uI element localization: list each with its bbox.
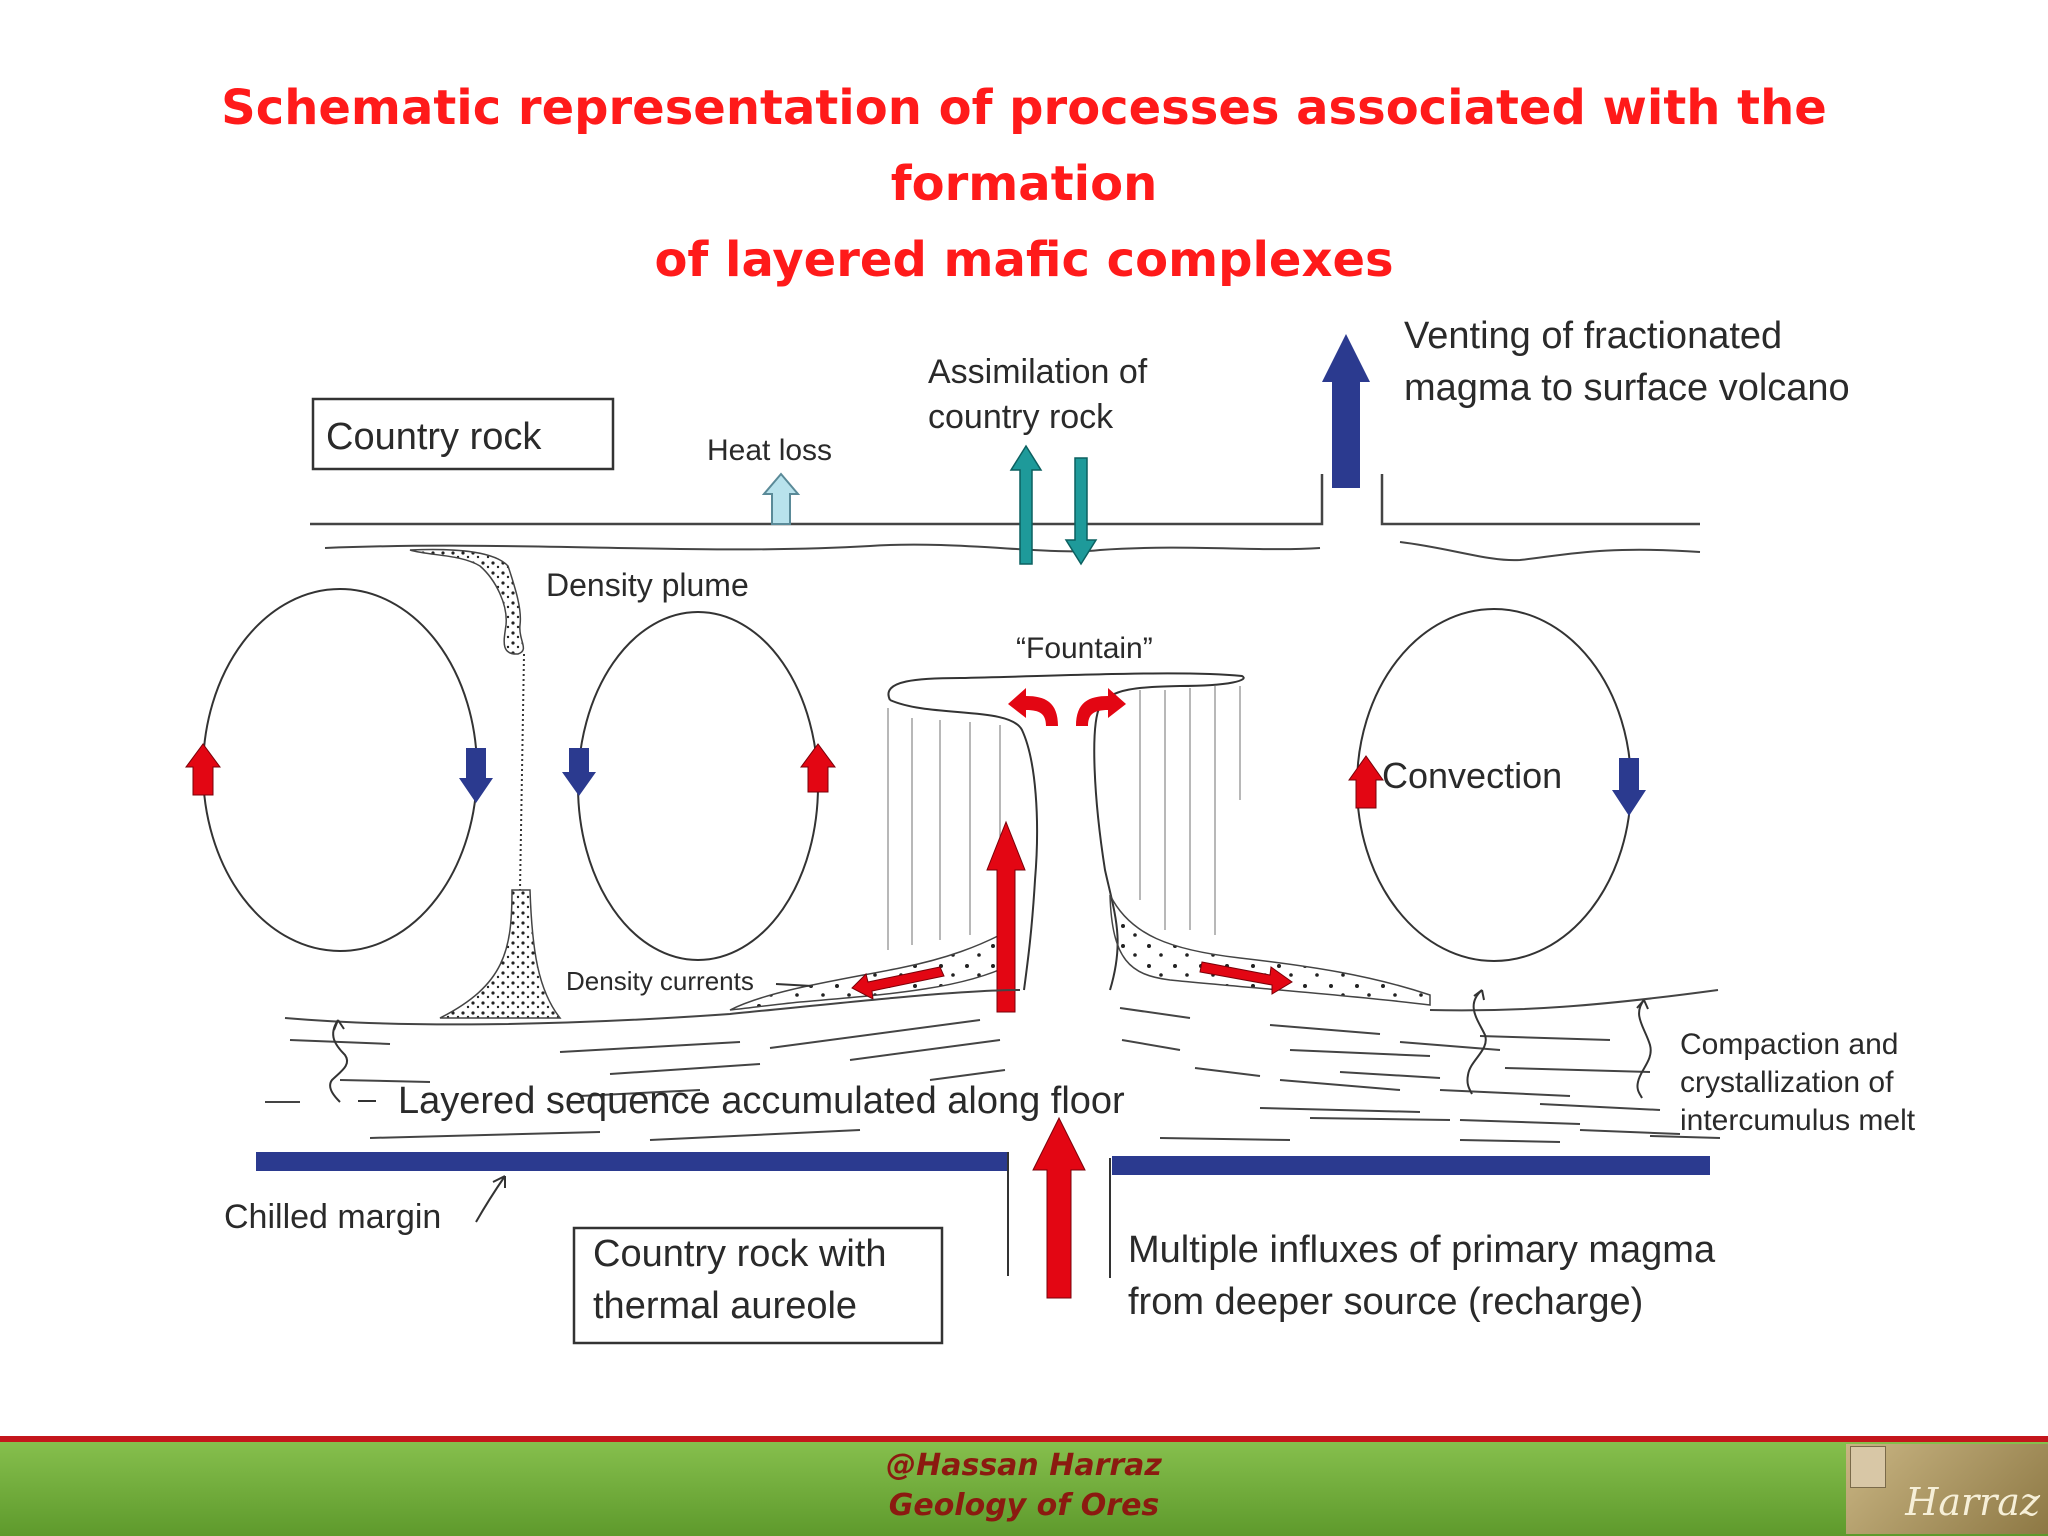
convection-up-arrow-2 [800, 743, 836, 793]
convection-down-arrow-3 [1612, 758, 1646, 816]
heat-loss-arrow [761, 472, 801, 525]
convection-cell-left-1 [202, 588, 478, 952]
convection-down-arrow-1 [459, 748, 493, 803]
venting-label-line-2: magma to surface volcano [1404, 367, 1850, 409]
logo-signature: Harraz [1905, 1480, 2040, 1524]
country-rock-box: Country rock [311, 397, 615, 471]
compaction-label-line-3: intercumulus melt [1680, 1104, 1916, 1137]
author-portrait [1850, 1446, 1886, 1488]
density-plume [409, 548, 562, 1019]
influx-label-line-1: Multiple influxes of primary magma [1128, 1229, 1716, 1271]
footer-course: Geology of Ores [888, 1488, 1160, 1523]
footer-author: @Hassan Harraz [886, 1448, 1162, 1483]
footer-band [0, 1442, 2048, 1536]
venting-label-line-1: Venting of fractionated [1404, 315, 1782, 357]
density-currents-deposit [729, 894, 1431, 1011]
convection-label: Convection [1382, 755, 1562, 796]
slide-title: Schematic representation of processes as… [80, 70, 1968, 298]
central-feeder-arrow [986, 820, 1026, 1013]
chilled-margin-left [256, 1152, 1008, 1171]
compaction-label-line-1: Compaction and [1680, 1028, 1898, 1061]
layered-sequence-label: Layered sequence accumulated along floor [398, 1080, 1125, 1122]
fountain-right-arrow [1076, 688, 1126, 726]
chilled-margin-label: Chilled margin [224, 1198, 441, 1236]
density-current-right-arrow [1199, 961, 1293, 995]
heat-loss-label: Heat loss [707, 434, 832, 467]
footer-credits: @Hassan Harraz Geology of Ores [0, 1446, 2048, 1526]
layered-floor [265, 989, 1721, 1143]
thermal-aureole-label-line-2: thermal aureole [593, 1285, 857, 1327]
fountain-left-arrow [1008, 688, 1058, 726]
chilled-margin-right [1112, 1156, 1710, 1175]
recharge-arrow [1032, 1116, 1086, 1299]
country-rock-label: Country rock [326, 416, 542, 458]
influx-label-line-2: from deeper source (recharge) [1128, 1281, 1643, 1323]
convection-up-arrow-3 [1348, 755, 1384, 809]
title-line-1: Schematic representation of processes as… [221, 80, 1827, 212]
thermal-aureole-box: Country rock with thermal aureole [572, 1226, 944, 1345]
assimilation-label-line-1: Assimilation of [928, 353, 1148, 391]
fountain [887, 672, 1245, 991]
density-plume-label: Density plume [546, 567, 749, 603]
assimilation-up-arrow [1009, 444, 1043, 565]
density-current-left-arrow [851, 966, 945, 1000]
compaction-indicators [329, 989, 1652, 1103]
venting-arrow [1322, 334, 1370, 488]
fountain-label: “Fountain” [1016, 632, 1153, 665]
convection-up-arrow-1 [185, 743, 221, 796]
title-line-2: of layered mafic complexes [654, 232, 1394, 288]
density-currents-pointer [775, 983, 813, 987]
chamber-roof [310, 474, 1701, 562]
density-currents-label: Density currents [566, 966, 754, 996]
assimilation-down-arrow [1064, 457, 1098, 566]
assimilation-label-line-2: country rock [928, 398, 1114, 436]
footer-divider [0, 1436, 2048, 1442]
convection-down-arrow-2 [562, 748, 596, 796]
thermal-aureole-label-line-1: Country rock with [593, 1233, 887, 1275]
chilled-margin-pointer [475, 1175, 506, 1223]
compaction-label-line-2: crystallization of [1680, 1066, 1894, 1099]
convection-cell-left-2 [577, 611, 819, 961]
